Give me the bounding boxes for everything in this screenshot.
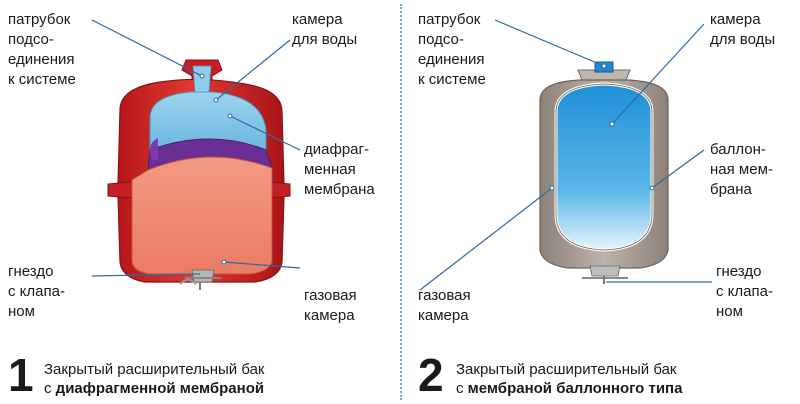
- label-2-gas-chamber: газовая камера: [418, 287, 471, 324]
- leader-2-nozzle: [494, 19, 605, 67]
- label-1-membrane: диафраг- менная мембрана: [304, 141, 375, 198]
- tank-1-gas-chamber: [131, 156, 273, 275]
- tank-balloon: [539, 61, 669, 284]
- caption-1-line2-prefix: с: [44, 380, 56, 397]
- tank-2-balloon: [554, 82, 654, 252]
- label-2-water-chamber: камера для воды: [710, 11, 776, 48]
- label-1-nozzle: патрубок подсо- единения к системе: [8, 11, 76, 88]
- caption-2-line2-prefix: с: [456, 380, 468, 397]
- caption-1-number: 1: [8, 349, 34, 401]
- label-1-water-chamber: камера для воды: [292, 11, 358, 48]
- caption-2-number: 2: [418, 349, 444, 401]
- leader-1-nozzle: [91, 19, 203, 77]
- leader-2-membrane: [651, 149, 705, 189]
- tank-1-valve: [179, 269, 221, 290]
- leader-lines: [91, 19, 712, 291]
- caption-2-line1: Закрытый расширительный бак: [456, 361, 677, 378]
- tank-diaphragm: [107, 59, 291, 290]
- leader-1-water: [215, 39, 291, 101]
- leader-2-water: [611, 23, 705, 125]
- leader-1-valve: [91, 273, 201, 277]
- caption-1-line2-bold: диафрагменной мембраной: [55, 380, 265, 397]
- caption-2-line2-bold: мембраной баллонного типа: [467, 380, 683, 397]
- caption-1-line1: Закрытый расширительный бак: [44, 361, 265, 378]
- label-2-membrane: баллон- ная мем- брана: [710, 141, 773, 198]
- leader-2-gas: [419, 187, 553, 291]
- caption-2-text: Закрытый расширительный бак с мембраной …: [456, 360, 682, 398]
- caption-1-text: Закрытый расширительный бак с диафрагмен…: [44, 360, 264, 398]
- leader-dots: [199, 63, 655, 265]
- tank-2-valve: [582, 265, 628, 284]
- leader-1-membrane: [229, 115, 301, 151]
- label-2-valve-seat: гнездо с клапа- ном: [716, 263, 773, 320]
- label-1-gas-chamber: газовая камера: [304, 287, 357, 324]
- label-1-valve-seat: гнездо с клапа- ном: [8, 263, 65, 320]
- panel-divider: [400, 4, 402, 400]
- label-2-nozzle: патрубок подсо- единения к системе: [418, 11, 486, 88]
- leader-1-gas: [223, 261, 301, 269]
